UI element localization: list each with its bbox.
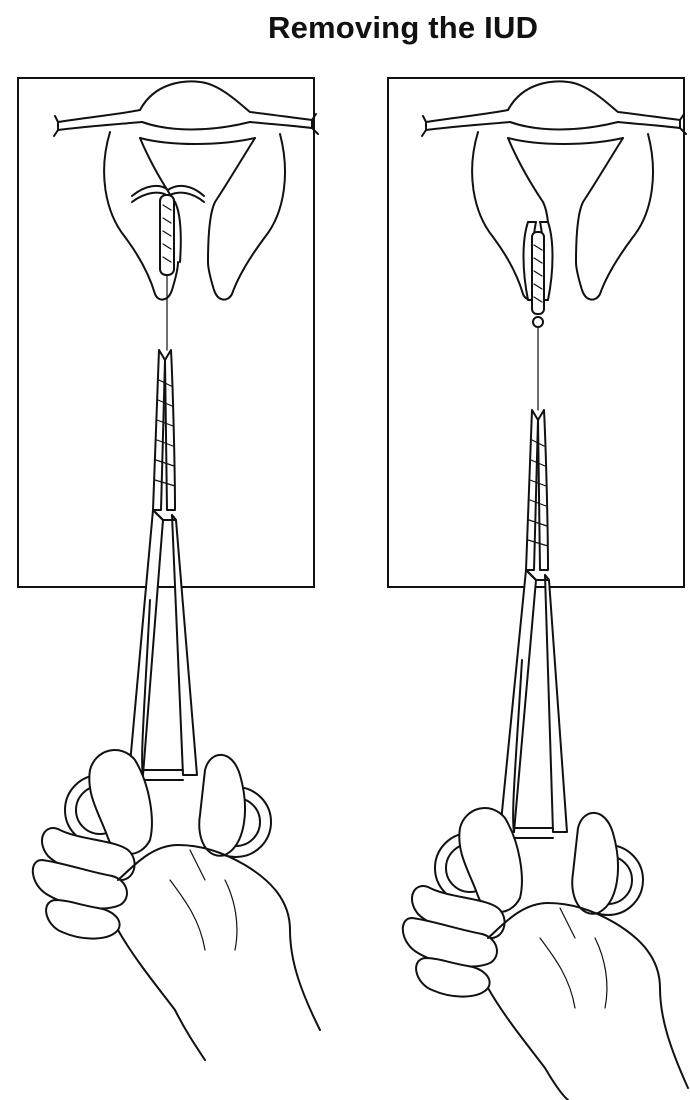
uterus-icon — [54, 81, 318, 299]
left-panel — [18, 78, 320, 1060]
iud-icon — [132, 186, 204, 350]
left-panel-frame — [18, 78, 314, 587]
uterus-icon — [422, 81, 686, 299]
iud-icon — [524, 222, 553, 410]
right-panel — [388, 78, 688, 1100]
